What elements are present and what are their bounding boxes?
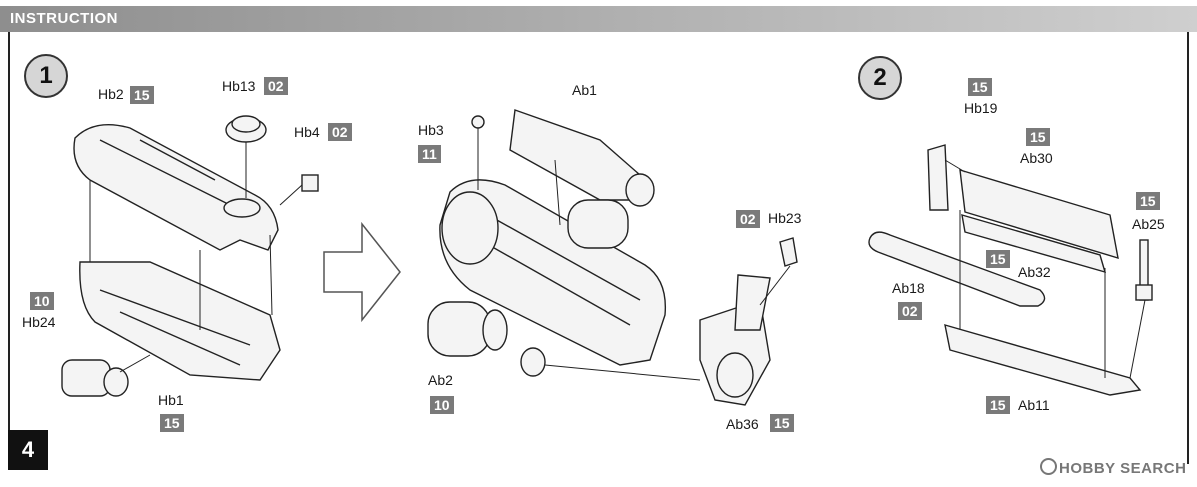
label-ab30: Ab30 (1020, 150, 1053, 166)
label-ab36: Ab36 (726, 416, 759, 432)
crankcase-lower-hb1 (79, 261, 281, 381)
label-hb2: Hb2 (98, 86, 124, 102)
sprue-hb24: 10 (30, 292, 54, 310)
label-hb23: Hb23 (768, 210, 802, 226)
manifold-ab1 (509, 109, 655, 207)
sprue-ab11: 15 (986, 396, 1010, 414)
label-hb19: Hb19 (964, 100, 998, 116)
label-ab11: Ab11 (1018, 397, 1050, 413)
bracket-hb4 (301, 174, 319, 192)
step-2-badge: 2 (858, 56, 902, 100)
sprue-hb2: 15 (130, 86, 154, 104)
label-ab25: Ab25 (1132, 216, 1165, 232)
tray-ab11 (944, 324, 1142, 396)
watermark: HOBBY SEARCH (1040, 458, 1186, 477)
header-title: INSTRUCTION (10, 10, 118, 27)
sprue-ab18: 02 (898, 302, 922, 320)
label-hb3: Hb3 (418, 122, 444, 138)
generator (567, 199, 629, 249)
sprue-ab36: 15 (770, 414, 794, 432)
header-bar (0, 6, 1197, 32)
pipe-ab18 (868, 231, 1046, 307)
cover-ab30 (959, 169, 1119, 260)
generator-ab2 (427, 301, 508, 357)
crankcase-upper-hb2 (73, 124, 279, 251)
label-hb4: Hb4 (294, 124, 320, 140)
sprue-hb3: 11 (418, 145, 441, 163)
watermark-text: HOBBY SEARCH (1059, 460, 1187, 477)
sprue-hb19: 15 (968, 78, 992, 96)
page-number: 4 (8, 430, 48, 470)
housing-ab36 (699, 274, 771, 406)
transition-arrow-icon (323, 222, 401, 322)
sleeve-hb23 (779, 237, 798, 267)
bracket-hb19 (927, 144, 949, 211)
sprue-hb13: 02 (264, 77, 288, 95)
label-ab32: Ab32 (1018, 264, 1051, 280)
label-ab2: Ab2 (428, 372, 453, 388)
engine-assembled (439, 179, 667, 366)
step-1-badge: 1 (24, 54, 68, 98)
label-hb13: Hb13 (222, 78, 256, 94)
starter-hb24 (61, 359, 129, 397)
sprue-ab32: 15 (986, 250, 1010, 268)
label-hb1: Hb1 (158, 392, 184, 408)
sprue-ab2: 10 (430, 396, 454, 414)
gear (520, 347, 546, 377)
sprue-hb1: 15 (160, 414, 184, 432)
watermark-logo-icon (1040, 458, 1057, 475)
cap-hb13 (225, 115, 267, 143)
sprue-ab30: 15 (1026, 128, 1050, 146)
rod-ab25 (1135, 239, 1153, 301)
fitting-hb3 (471, 115, 485, 129)
label-hb24: Hb24 (22, 314, 56, 330)
sprue-hb23: 02 (736, 210, 760, 228)
sprue-ab25: 15 (1136, 192, 1160, 210)
content-frame (8, 32, 1189, 464)
label-ab18: Ab18 (892, 280, 925, 296)
label-ab1: Ab1 (572, 82, 597, 98)
sprue-hb4: 02 (328, 123, 352, 141)
